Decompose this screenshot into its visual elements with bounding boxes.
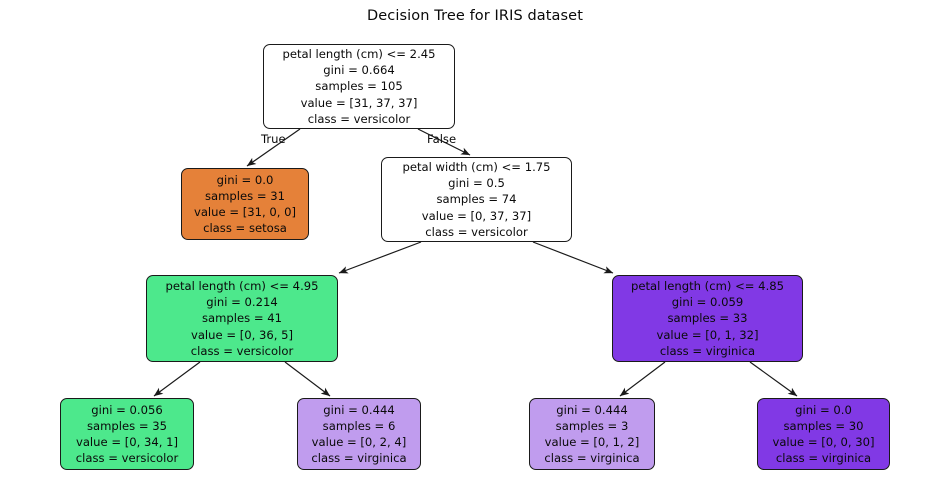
tree-edge-n3-n5 (153, 361, 201, 397)
node-line: gini = 0.214 (206, 295, 278, 310)
tree-edge-n2-n4 (532, 241, 614, 274)
node-line: class = versicolor (190, 343, 294, 358)
node-line: petal length (cm) <= 4.95 (165, 279, 319, 294)
node-line: samples = 30 (783, 418, 864, 433)
edge-label-false: False (427, 132, 457, 146)
node-line: samples = 6 (322, 418, 396, 433)
node-line: class = virginica (311, 451, 407, 466)
node-line: gini = 0.059 (671, 295, 744, 310)
node-line: samples = 33 (667, 311, 748, 326)
node-line: gini = 0.664 (323, 63, 395, 78)
node-line: class = versicolor (307, 111, 411, 126)
node-line: gini = 0.0 (216, 172, 274, 187)
node-line: samples = 41 (201, 311, 283, 326)
node-line: class = versicolor (75, 451, 179, 466)
figure-title: Decision Tree for IRIS dataset (367, 8, 583, 24)
node-line: gini = 0.5 (448, 176, 505, 191)
tree-edge-n2-n3 (338, 241, 422, 274)
node-line: class = virginica (659, 343, 756, 358)
node-line: value = [31, 0, 0] (193, 205, 297, 219)
node-line: class = versicolor (425, 224, 528, 239)
node-line: gini = 0.0 (795, 402, 852, 417)
node-line: petal length (cm) <= 2.45 (282, 47, 436, 62)
node-line: value = [0, 1, 32] (656, 327, 759, 342)
node-line: value = [31, 37, 37] (300, 95, 418, 110)
node-line: value = [0, 2, 4] (311, 435, 407, 449)
node-line: samples = 35 (86, 418, 168, 433)
node-line: value = [0, 34, 1] (75, 435, 179, 449)
node-line: samples = 3 (555, 418, 629, 433)
node-line: value = [0, 37, 37] (421, 208, 532, 223)
node-line: gini = 0.444 (323, 402, 395, 417)
node-line: class = virginica (544, 451, 640, 466)
node-line: value = [0, 1, 2] (544, 435, 640, 449)
node-line: gini = 0.444 (556, 402, 628, 417)
node-line: samples = 105 (315, 79, 403, 94)
node-line: petal width (cm) <= 1.75 (402, 160, 551, 175)
node-line: gini = 0.056 (91, 402, 163, 417)
tree-edge-n4-n8 (749, 361, 798, 397)
node-line: class = setosa (203, 221, 287, 236)
node-line: value = [0, 0, 30] (772, 435, 875, 449)
node-line: petal length (cm) <= 4.85 (630, 279, 785, 294)
node-line: samples = 74 (436, 192, 517, 207)
node-line: samples = 31 (204, 188, 286, 203)
node-line: class = virginica (775, 451, 872, 466)
tree-edge-n4-n7 (619, 361, 666, 397)
edge-label-true: True (261, 132, 286, 146)
tree-edge-n3-n6 (284, 361, 331, 397)
node-line: value = [0, 36, 5] (190, 327, 294, 342)
